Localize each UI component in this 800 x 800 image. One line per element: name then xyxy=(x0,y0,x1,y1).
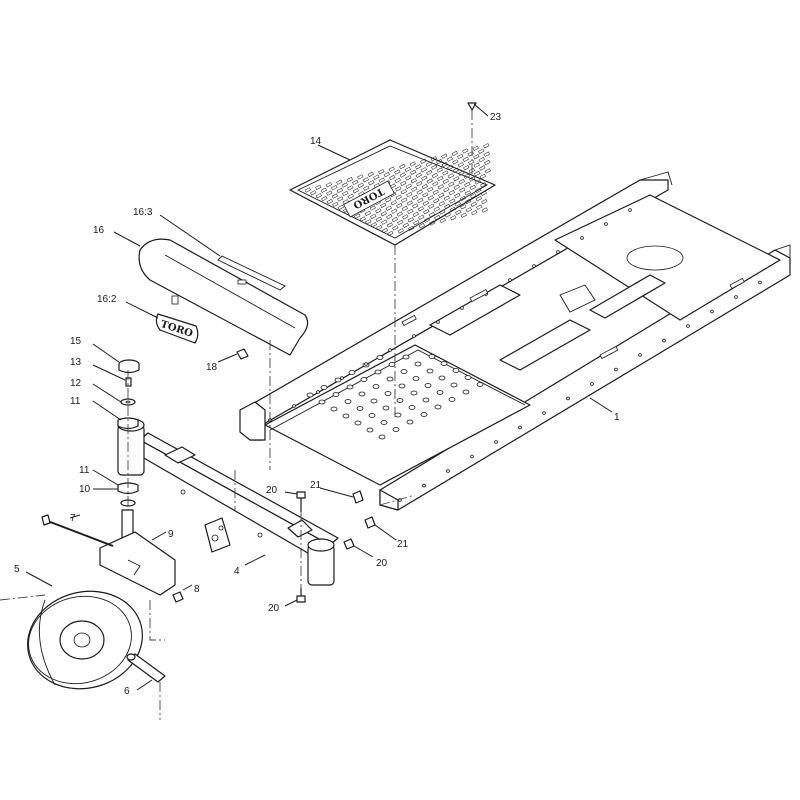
screw-23 xyxy=(467,102,477,180)
spindle-stack xyxy=(117,359,140,507)
callout-15: 15 xyxy=(70,336,82,347)
callout-20-lower: 20 xyxy=(268,603,280,614)
spacer-tube-6 xyxy=(126,653,166,683)
callout-5: 5 xyxy=(14,564,20,575)
bolt-20-lower xyxy=(296,588,306,603)
callout-6: 6 xyxy=(124,686,130,697)
floor-mat: TORO xyxy=(289,139,496,246)
assembly-lines xyxy=(0,245,416,720)
callout-16: 16 xyxy=(93,225,105,236)
rail-holes xyxy=(268,208,762,502)
nut-21-upper xyxy=(352,490,364,504)
callout-10: 10 xyxy=(79,484,91,495)
callout-7: 7 xyxy=(70,513,76,524)
callout-20-right: 20 xyxy=(376,558,388,569)
callout-11-upper: 11 xyxy=(70,396,81,407)
callout-9: 9 xyxy=(168,529,174,540)
leader-lines xyxy=(25,103,613,691)
bolt-20-upper xyxy=(296,491,306,512)
callout-16-2: 16:2 xyxy=(97,294,117,305)
main-frame xyxy=(239,171,791,511)
callout-14: 14 xyxy=(310,136,322,147)
callout-18: 18 xyxy=(206,362,218,373)
callout-labels: 1 4 5 6 7 8 9 10 11 11 12 13 14 15 16 16… xyxy=(14,112,620,697)
caster-wheel xyxy=(27,590,143,690)
floor-pan-holes xyxy=(306,354,484,440)
caster-fork xyxy=(99,509,176,596)
nut-21-lower xyxy=(364,516,376,529)
callout-8: 8 xyxy=(194,584,200,595)
callout-23: 23 xyxy=(490,112,502,123)
callout-21-upper: 21 xyxy=(310,480,322,491)
callout-1: 1 xyxy=(614,412,620,423)
callout-20-upper: 20 xyxy=(266,485,278,496)
callout-4: 4 xyxy=(234,566,240,577)
callout-12: 12 xyxy=(70,378,82,389)
bolt-7 xyxy=(41,514,114,547)
nut-8 xyxy=(172,591,184,603)
bolt-18 xyxy=(236,348,249,360)
callout-16-3: 16:3 xyxy=(133,207,153,218)
callout-13: 13 xyxy=(70,357,82,368)
callout-11-lower: 11 xyxy=(79,465,90,476)
front-axle xyxy=(117,418,339,586)
front-cover: TORO xyxy=(138,238,309,356)
bolt-20-right xyxy=(343,538,355,550)
callout-21-lower: 21 xyxy=(397,539,409,550)
